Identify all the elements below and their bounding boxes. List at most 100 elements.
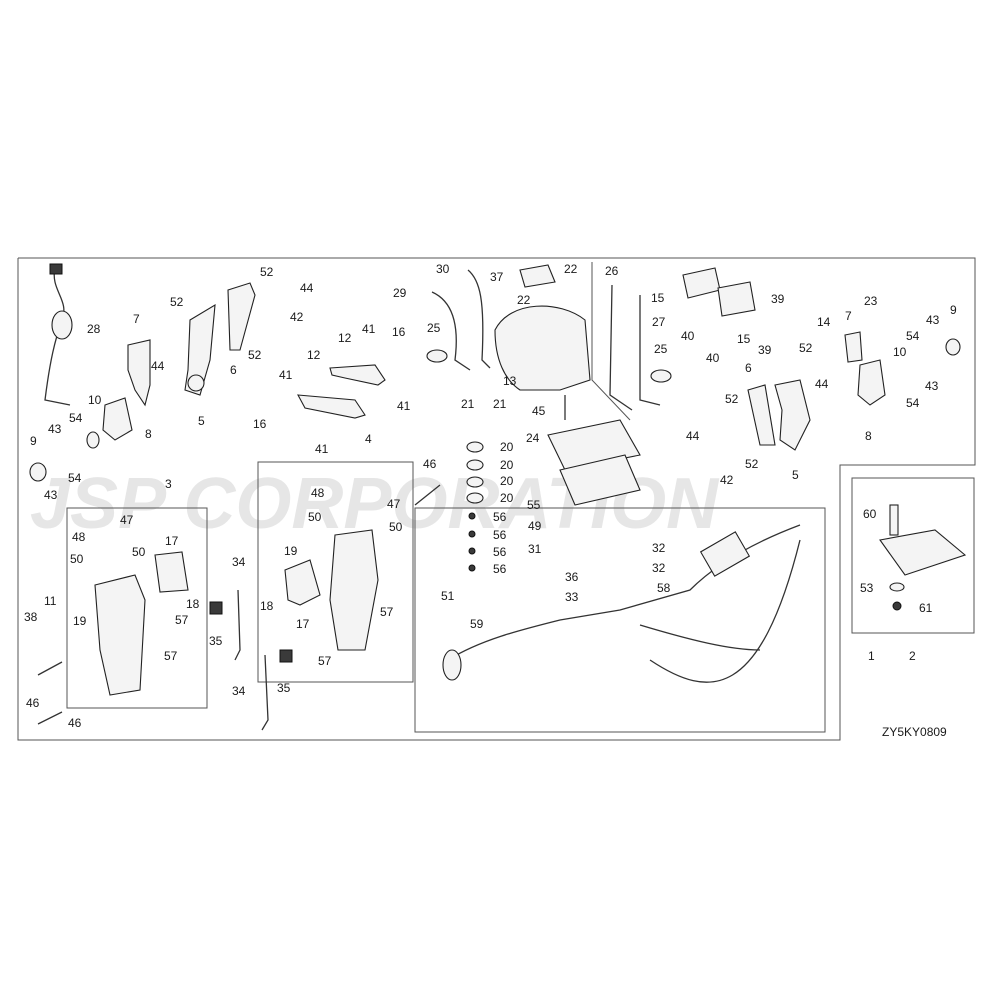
callout-54c: 54 [906,329,920,343]
part-17-gear-plate [154,551,189,593]
callout-57c: 57 [380,605,394,619]
callout-54b: 54 [68,471,82,485]
callout-9a: 9 [30,434,37,448]
part-37-pad [519,264,556,288]
part-13-cover [494,305,591,391]
upper-right-frame [591,262,631,421]
callout-50b: 50 [389,520,403,534]
callout-8a: 8 [145,427,152,441]
part-30-cable [467,269,491,369]
callout-20d: 20 [500,491,514,505]
callout-44c: 44 [686,429,700,443]
callout-23: 23 [864,294,878,308]
callout-56b: 56 [493,528,507,542]
part-7-bracket-right [844,331,863,363]
callout-46b: 46 [26,696,40,710]
callout-38: 38 [24,610,38,624]
callout-52a: 52 [260,265,274,279]
callout-11: 11 [44,594,57,608]
callout-39a: 39 [771,292,785,306]
callout-32b: 32 [652,561,666,575]
callout-12b: 12 [307,348,321,362]
callout-6b: 6 [745,361,752,375]
callout-9b: 9 [950,303,957,317]
callout-5a: 5 [198,414,205,428]
callout-55: 55 [527,498,541,512]
callout-1: 1 [868,649,875,663]
part-2-gasket-plate [879,529,967,576]
callout-48b: 48 [72,530,86,544]
callout-50a: 50 [308,510,322,524]
callout-25a: 25 [427,321,441,335]
callout-30: 30 [436,262,450,276]
callout-53: 53 [860,581,874,595]
callout-43d: 43 [925,379,939,393]
callout-59: 59 [470,617,484,631]
part-31-harness [442,524,801,683]
part-8-cam-right [857,359,886,406]
part-61-nut [892,601,902,611]
callout-15b: 15 [737,332,751,346]
part-5-hub [187,374,205,392]
callout-19b: 19 [284,544,298,558]
part-15-switch-b [717,281,756,317]
part-34-wire-upper [234,589,241,661]
callout-52e: 52 [725,392,739,406]
callout-18a: 18 [186,597,200,611]
callout-41b: 41 [279,368,293,382]
part-9-bushing [29,462,47,482]
callout-33: 33 [565,590,579,604]
callout-34b: 34 [232,684,246,698]
part-8-cam [102,397,133,441]
callout-20a: 20 [500,440,514,454]
callout-52d: 52 [799,341,813,355]
callout-35a: 35 [209,634,223,648]
callout-37: 37 [490,270,504,284]
callout-40a: 40 [681,329,695,343]
callout-21b: 21 [493,397,507,411]
callout-40b: 40 [706,351,720,365]
callout-21a: 21 [461,397,475,411]
part-29-cable [431,291,471,371]
callout-57d: 57 [318,654,332,668]
part-10-ring [86,431,100,449]
callout-14: 14 [817,315,831,329]
callout-60: 60 [863,507,877,521]
callout-48a: 48 [311,486,325,500]
callout-41d: 41 [315,442,329,456]
part-27-cable [639,295,661,406]
part-53-washer [889,582,905,592]
callout-52f: 52 [745,457,759,471]
callout-44a: 44 [300,281,314,295]
callout-41c: 41 [397,399,411,413]
part-12-plate-upper [329,364,386,386]
callout-43a: 43 [48,422,62,436]
part-46-rod-b [37,711,63,725]
callout-25b: 25 [654,342,668,356]
part-17-cover-plate [284,559,321,606]
callout-13: 13 [503,374,517,388]
callout-29: 29 [393,286,407,300]
callout-57a: 57 [175,613,189,627]
callout-17b: 17 [296,617,310,631]
callout-54a: 54 [69,411,83,425]
callout-16b: 16 [253,417,267,431]
callout-16a: 16 [392,325,406,339]
callout-47b: 47 [387,497,401,511]
callout-4: 4 [365,432,372,446]
callout-10b: 10 [893,345,907,359]
callout-27: 27 [652,315,666,329]
callout-20c: 20 [500,474,514,488]
callout-42a: 42 [290,310,304,324]
callout-49: 49 [528,519,542,533]
part-5-lever [184,303,216,396]
part-26-cable [609,284,633,411]
subassembly-4-frame [257,461,414,683]
kit-2-frame [851,477,975,634]
part-34-wire-lower [261,654,269,731]
part-6-arm-right [747,384,776,446]
part-60-bolt [889,504,899,536]
callout-54d: 54 [906,396,920,410]
callout-35b: 35 [277,681,291,695]
